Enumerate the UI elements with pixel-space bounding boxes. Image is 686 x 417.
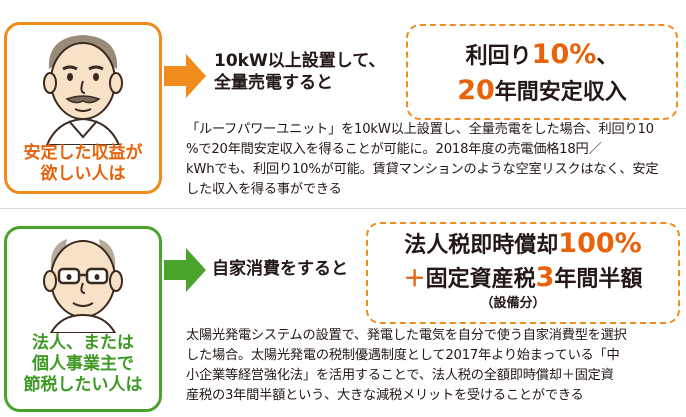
- persona-label-line2: 欲しい人は: [40, 164, 126, 184]
- section1-description: 「ルーフパワーユニット」を10kW以上設置し、全量売電をした場合、利回り10 %…: [186, 120, 680, 200]
- benefit-separator: 、: [596, 44, 619, 69]
- benefit-depreciation-label: 法人税即時償却: [404, 233, 559, 258]
- lead-line1: 自家消費をすると: [212, 259, 348, 279]
- plus-sign: ＋: [403, 267, 426, 292]
- benefit-years-value: 20: [457, 75, 495, 106]
- benefit-yield-label: 利回り: [465, 44, 532, 69]
- persona-label-line1: 安定した収益が: [23, 143, 143, 163]
- description-line: 太陽光発電システムの設置で、発電した電気を自分で使う自家消費型を選択: [186, 328, 627, 343]
- benefit-property-half-label: 年間半額: [554, 267, 643, 292]
- description-line: 小企業等経営強化法」を活用することで、法人税の全額即時償却＋固定資: [186, 368, 614, 383]
- section-divider: [0, 208, 686, 209]
- persona-label-line1: 法人、または: [32, 333, 134, 353]
- persona-label: 法人、または 個人事業主で 節税したい人は: [7, 333, 159, 396]
- benefit-box-tax: 法人税即時償却100% ＋固定資産税3年間半額 （設備分）: [366, 222, 680, 324]
- description-line: 「ルーフパワーユニット」を10kW以上設置し、全量売電をした場合、利回り10: [186, 122, 654, 137]
- glasses-man-face-illustration: [43, 239, 123, 333]
- lead-text-full-sale: 10kW以上設置して、 全量売電すると: [214, 50, 385, 94]
- persona-label: 安定した収益が 欲しい人は: [7, 143, 159, 185]
- persona-card-tax-saving: 法人、または 個人事業主で 節税したい人は: [4, 226, 162, 412]
- benefit-years-label: 年間安定収入: [494, 80, 627, 105]
- description-line: した場合。太陽光発電の税制優遇制度として2017年より始まっている「中: [186, 348, 620, 363]
- benefit-yield-value: 10%: [531, 39, 597, 70]
- section2-description: 太陽光発電システムの設置で、発電した電気を自分で使う自家消費型を選択 した場合。…: [186, 326, 680, 406]
- description-line: 産税の3年間半額という、大きな減税メリットを受けることができる: [186, 388, 584, 403]
- benefit-property-years-value: 3: [535, 262, 555, 293]
- benefit-box-yield: 利回り10%、 20年間安定収入: [406, 24, 678, 120]
- description-line: %で20年間安定収入を得ることが可能に。2018年度の売電価格18円／: [186, 142, 602, 157]
- lead-line2: 全量売電すると: [214, 73, 333, 93]
- green-arrow-icon: [164, 248, 206, 292]
- man-face-illustration: [43, 35, 123, 145]
- description-line: した収入を得る事ができる: [186, 182, 342, 197]
- lead-text-self-consumption: 自家消費をすると: [212, 258, 348, 280]
- persona-label-line2: 個人事業主で: [32, 354, 134, 374]
- persona-label-line3: 節税したい人は: [23, 375, 143, 395]
- benefit-property-tax-label: 固定資産税: [425, 267, 536, 292]
- benefit-depreciation-value: 100%: [558, 228, 642, 259]
- lead-line1: 10kW以上設置して、: [214, 51, 386, 71]
- persona-card-stable-income: 安定した収益が 欲しい人は: [4, 22, 162, 194]
- orange-arrow-icon: [164, 54, 206, 98]
- benefit-note: （設備分）: [480, 296, 546, 311]
- description-line: kWhでも、利回り10%が可能。賃貸マンションのような空室リスクはなく、安定: [186, 162, 659, 177]
